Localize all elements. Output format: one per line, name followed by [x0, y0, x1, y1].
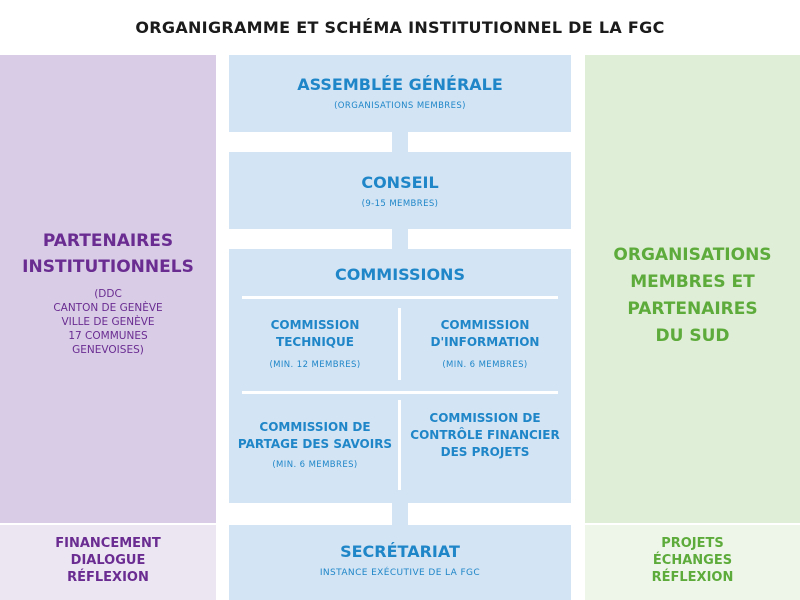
left-heading-line: PARTENAIRES	[42, 231, 174, 251]
commissions-divider	[398, 308, 401, 380]
commission-label: D'INFORMATION	[430, 335, 540, 349]
conseil-box	[229, 152, 571, 229]
secretariat-sub: INSTANCE EXÉCUTIVE DE LA FGC	[319, 568, 481, 578]
left-bottom-label: RÉFLEXION	[67, 570, 149, 585]
right-bottom-label: RÉFLEXION	[651, 570, 734, 585]
partenaires-list: (DDC CANTON DE GENÈVE VILLE DE GENÈVE 17…	[0, 287, 216, 357]
commissions-divider	[398, 400, 401, 490]
connector	[392, 503, 408, 525]
secretariat-box	[229, 525, 571, 600]
connector	[392, 132, 408, 152]
commissions-title: COMMISSIONS	[335, 265, 465, 284]
right-bottom-panel	[585, 525, 800, 600]
right-heading-line: PARTENAIRES	[627, 299, 758, 319]
commission-sub: (MIN. 12 MEMBRES)	[269, 360, 361, 370]
partenaires-institutionnels-heading: PARTENAIRES INSTITUTIONNELS	[0, 228, 216, 280]
secretariat-title: SECRÉTARIAT	[340, 542, 460, 561]
commission-label: COMMISSION DE	[429, 411, 541, 425]
partenaire-item: 17 COMMUNES	[68, 330, 148, 342]
partenaire-item: (DDC	[94, 288, 122, 300]
left-bottom-panel	[0, 525, 216, 600]
right-bottom-label: ÉCHANGES	[652, 553, 733, 568]
commission-technique: COMMISSION TECHNIQUE (MIN. 12 MEMBRES)	[240, 317, 390, 370]
commission-label: COMMISSION	[440, 318, 530, 332]
right-bottom-label: PROJETS	[661, 536, 724, 551]
partenaire-item: GENEVOISES)	[72, 344, 144, 356]
left-heading-line: INSTITUTIONNELS	[22, 257, 194, 277]
commission-sub: (MIN. 6 MEMBRES)	[442, 360, 528, 370]
left-bottom-label: FINANCEMENT	[55, 536, 161, 551]
right-bottom-labels: PROJETS ÉCHANGES RÉFLEXION	[585, 535, 800, 586]
assemblee-generale-sub: (ORGANISATIONS MEMBRES)	[334, 101, 466, 111]
partenaire-item: CANTON DE GENÈVE	[53, 302, 163, 314]
commission-sub: (MIN. 6 MEMBRES)	[272, 460, 358, 470]
commission-label: DES PROJETS	[440, 445, 530, 459]
connector	[392, 229, 408, 249]
right-heading-line: MEMBRES ET	[630, 272, 755, 292]
commission-label: COMMISSION DE	[259, 420, 371, 434]
commission-label: COMMISSION	[270, 318, 360, 332]
organisations-membres-heading: ORGANISATIONS MEMBRES ET PARTENAIRES DU …	[585, 242, 800, 350]
right-heading-line: DU SUD	[655, 326, 730, 346]
diagram-title: ORGANIGRAMME ET SCHÉMA INSTITUTIONNEL DE…	[135, 18, 665, 37]
left-bottom-labels: FINANCEMENT DIALOGUE RÉFLEXION	[0, 535, 216, 586]
assemblee-generale-title: ASSEMBLÉE GÉNÉRALE	[297, 75, 503, 94]
commission-partage-savoirs: COMMISSION DE PARTAGE DES SAVOIRS (MIN. …	[232, 419, 398, 470]
left-bottom-label: DIALOGUE	[70, 553, 146, 568]
commission-controle-financier: COMMISSION DE CONTRÔLE FINANCIER DES PRO…	[402, 410, 568, 461]
conseil-sub: (9-15 MEMBRES)	[361, 199, 439, 209]
assemblee-generale-box	[229, 55, 571, 132]
commission-label: PARTAGE DES SAVOIRS	[237, 437, 393, 451]
left-panel	[0, 55, 216, 523]
commissions-divider	[242, 391, 558, 394]
right-panel	[585, 55, 800, 523]
partenaire-item: VILLE DE GENÈVE	[61, 316, 155, 328]
right-heading-line: ORGANISATIONS	[613, 245, 772, 265]
commissions-divider	[242, 296, 558, 299]
conseil-title: CONSEIL	[361, 173, 439, 192]
commission-label: CONTRÔLE FINANCIER	[410, 428, 560, 442]
commission-label: TECHNIQUE	[276, 335, 354, 349]
commission-information: COMMISSION D'INFORMATION (MIN. 6 MEMBRES…	[410, 317, 560, 370]
